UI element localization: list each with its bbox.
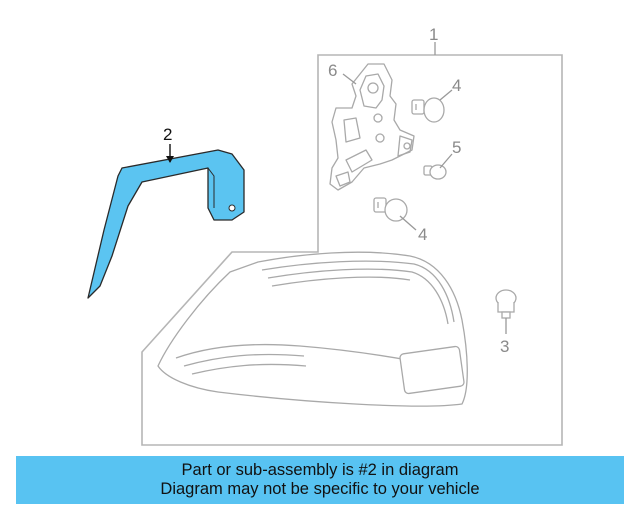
info-banner: Part or sub-assembly is #2 in diagram Di… xyxy=(16,456,624,504)
callout-4a: 4 xyxy=(452,76,461,95)
bulb-part-5 xyxy=(423,164,447,180)
callout-leader-5 xyxy=(439,153,453,169)
callout-leader-4a xyxy=(439,89,453,101)
callout-2-arrow xyxy=(166,156,174,163)
assembly-outline xyxy=(141,54,563,446)
callout-6: 6 xyxy=(328,61,337,80)
parts-diagram: 1 6 4 5 4 3 xyxy=(87,25,563,446)
tail-lamp-housing xyxy=(157,251,468,407)
banner-line-1: Part or sub-assembly is #2 in diagram xyxy=(181,461,459,479)
gasket-inner-edge xyxy=(207,167,215,208)
callout-4b: 4 xyxy=(418,225,427,244)
bulb-part-4-lower xyxy=(373,197,408,222)
gasket-hole xyxy=(228,204,236,212)
socket-plate-part-6 xyxy=(329,63,415,191)
callout-leader-6 xyxy=(342,73,357,85)
callout-2: 2 xyxy=(163,125,172,144)
callout-leader-4b xyxy=(399,215,417,231)
gasket-part-2 xyxy=(87,149,245,299)
callout-5: 5 xyxy=(452,138,461,157)
callout-3: 3 xyxy=(500,337,509,356)
banner-line-2: Diagram may not be specific to your vehi… xyxy=(160,480,480,498)
bulb-part-4-upper xyxy=(411,97,445,123)
clip-part-3 xyxy=(495,289,517,319)
callout-1: 1 xyxy=(429,25,438,44)
